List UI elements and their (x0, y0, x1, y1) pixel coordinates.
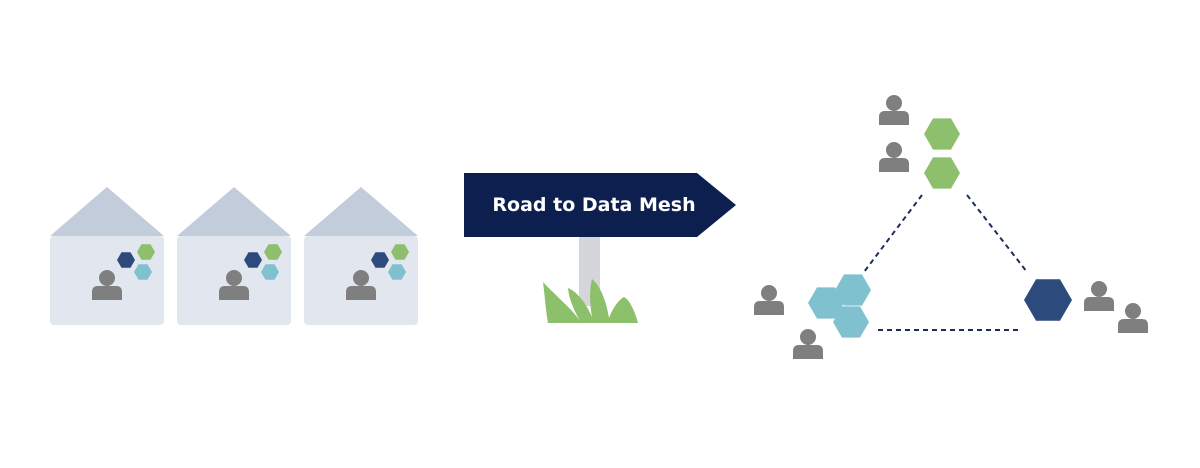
mesh-node-right (1024, 279, 1148, 333)
data-mesh-group (754, 95, 1148, 359)
house-roof (50, 187, 164, 236)
person-icon (1084, 281, 1114, 311)
house-roof (177, 187, 291, 236)
house-3 (304, 187, 418, 325)
grass-tuft (543, 279, 638, 323)
hexagon-green-icon (924, 118, 960, 150)
mesh-node-left (754, 274, 871, 359)
person-icon (1118, 303, 1148, 333)
sign-label: Road to Data Mesh (492, 194, 695, 216)
sign-board (464, 173, 736, 237)
person-icon (879, 142, 909, 172)
connection-top-left (863, 194, 923, 273)
hexagon-dark-blue-icon (1024, 279, 1072, 321)
person-icon (793, 329, 823, 359)
house-1 (50, 187, 164, 325)
mesh-connections (863, 194, 1028, 331)
house-2 (177, 187, 291, 325)
connection-top-right (966, 194, 1028, 273)
road-sign: Road to Data Mesh (464, 173, 736, 323)
person-icon (879, 95, 909, 125)
person-icon (754, 285, 784, 315)
mesh-node-top (879, 95, 960, 189)
house-roof (304, 187, 418, 236)
house-group (50, 187, 418, 325)
hexagon-green-icon (924, 157, 960, 189)
